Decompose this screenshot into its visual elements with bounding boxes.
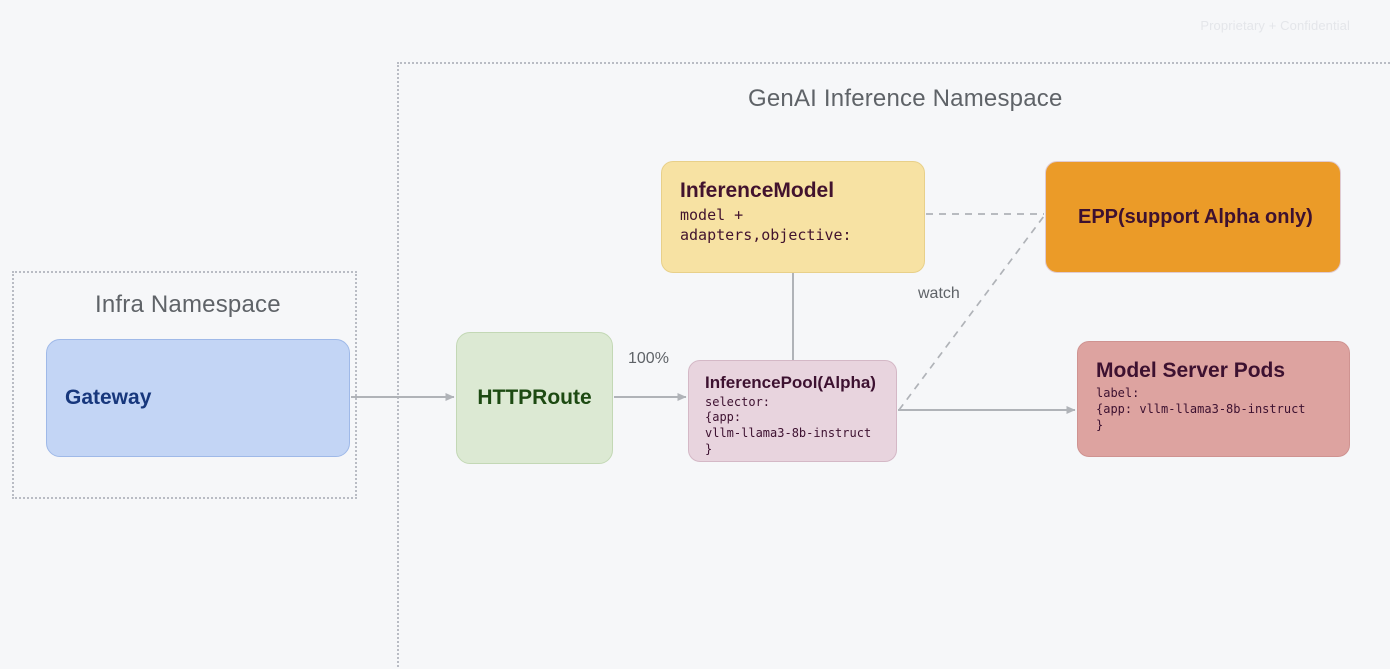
node-gateway[interactable]: Gateway [46,339,350,457]
namespace-infra [12,271,357,499]
proprietary-watermark: Proprietary + Confidential [1200,18,1350,33]
node-inference-model-spec: model + adapters,objective: [680,206,852,244]
node-model-server-pods-spec: label: {app: vllm-llama3-8b-instruct } [1096,386,1306,432]
node-model-server-pods-title: Model Server Pods [1096,359,1286,382]
namespace-genai-inference [397,62,1390,669]
node-gateway-title: Gateway [65,385,152,409]
edge-label-inferencepool-to-epp: watch [918,285,960,302]
node-inference-model[interactable]: InferenceModel model + adapters,objectiv… [661,161,925,273]
node-inference-pool-spec: selector: {app: vllm-llama3-8b-instruct … [705,394,872,457]
namespace-infra-title: Infra Namespace [95,291,281,318]
node-inference-pool-title: InferencePool(Alpha) [705,373,876,392]
namespace-genai-inference-title: GenAI Inference Namespace [748,85,1063,112]
node-epp-title: EPP(support Alpha only) [1078,205,1313,228]
node-model-server-pods[interactable]: Model Server Pods label: {app: vllm-llam… [1077,341,1350,457]
node-epp[interactable]: EPP(support Alpha only) [1045,161,1341,273]
node-httproute[interactable]: HTTPRoute [456,332,613,464]
node-httproute-title: HTTPRoute [477,385,592,409]
node-inference-pool[interactable]: InferencePool(Alpha) selector: {app: vll… [688,360,897,462]
edge-label-httproute-to-inferencepool: 100% [628,350,669,367]
node-inference-model-title: InferenceModel [680,179,835,202]
